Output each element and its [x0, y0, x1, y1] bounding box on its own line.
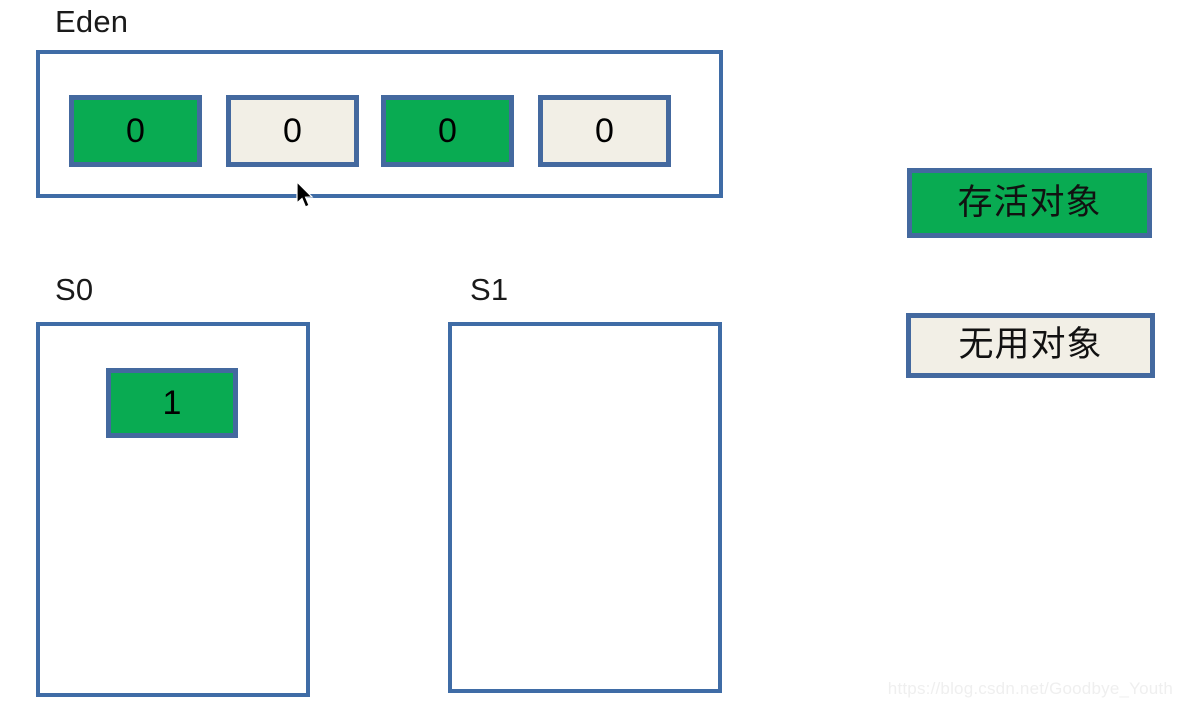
- legend-item-alive-label: 存活对象: [957, 182, 1102, 223]
- eden-cell-1[interactable]: 0: [226, 95, 359, 167]
- eden-cell-2-value: 0: [438, 112, 457, 150]
- legend-item-garbage-label: 无用对象: [958, 325, 1103, 365]
- s0-label: S0: [55, 272, 94, 307]
- s0-cell-0-value: 1: [162, 384, 182, 422]
- s1-label: S1: [470, 272, 509, 307]
- eden-container: 0 0 0 0: [36, 50, 723, 198]
- legend-item-garbage: 无用对象: [906, 313, 1155, 378]
- eden-cell-0-value: 0: [126, 112, 145, 150]
- watermark: https://blog.csdn.net/Goodbye_Youth: [887, 679, 1173, 698]
- eden-cell-1-value: 0: [283, 112, 302, 150]
- legend-item-alive: 存活对象: [907, 168, 1152, 238]
- eden-label: Eden: [55, 4, 129, 39]
- s0-cell-0[interactable]: 1: [106, 368, 238, 438]
- s1-container: [448, 322, 722, 693]
- eden-cell-3[interactable]: 0: [538, 95, 671, 167]
- eden-cell-2[interactable]: 0: [381, 95, 514, 167]
- eden-cell-3-value: 0: [595, 112, 614, 150]
- eden-cell-0[interactable]: 0: [69, 95, 202, 167]
- s0-container: 1: [36, 322, 310, 697]
